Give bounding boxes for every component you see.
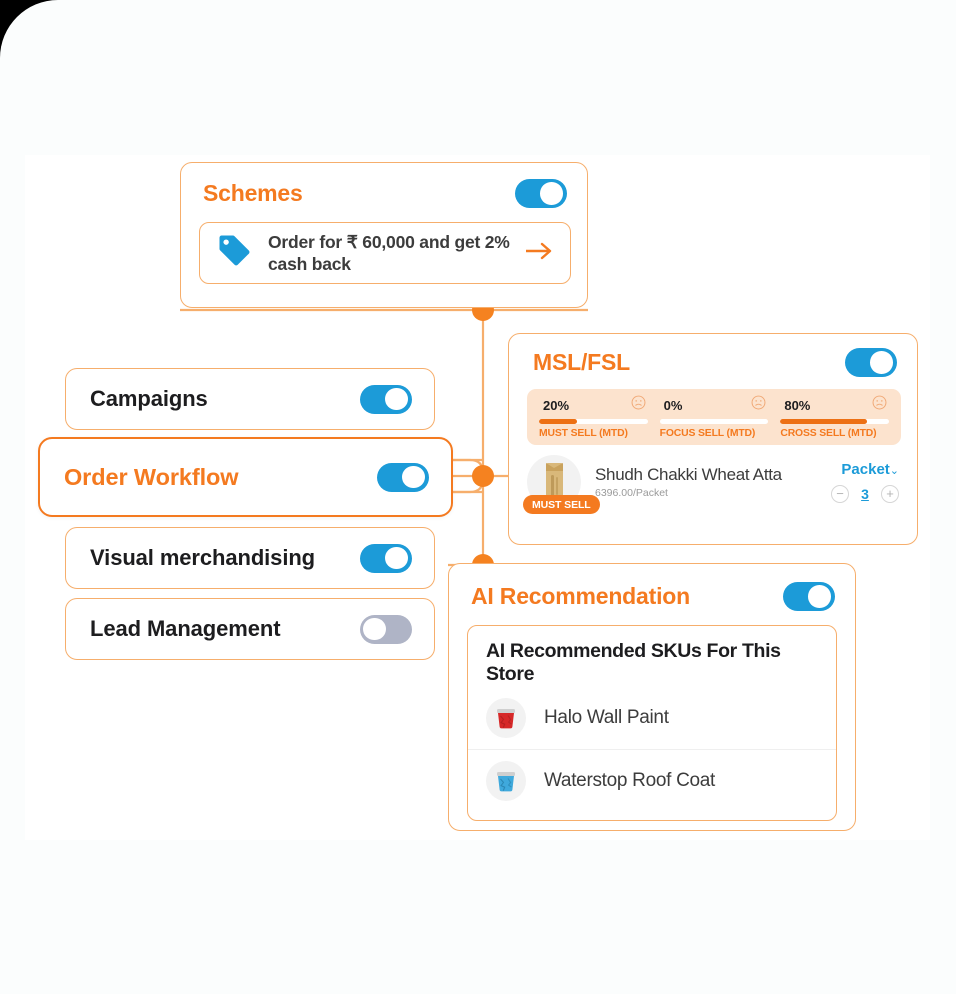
ai-box-heading: AI Recommended SKUs For This Store <box>486 640 781 686</box>
list-item[interactable]: Halo Wall Paint <box>468 687 836 749</box>
sidebar-item-visual-merchandising[interactable]: Visual merchandising <box>65 527 435 589</box>
ai-recommendation-card: AI Recommendation AI Recommended SKUs Fo… <box>448 563 856 831</box>
metric-label: CROSS SELL (MTD) <box>780 428 877 439</box>
scheme-offer-row[interactable]: Order for ₹ 60,000 and get 2% cash back <box>199 222 571 284</box>
metric-percent: 20% <box>543 397 570 413</box>
product-avatar-wrap: MUST SELL <box>523 455 600 514</box>
ai-recommendation-title: AI Recommendation <box>471 583 690 609</box>
metric-progress-track <box>659 419 769 424</box>
sidebar-item-campaigns[interactable]: Campaigns <box>65 368 435 430</box>
toggle-knob <box>385 546 408 570</box>
schemes-card: Schemes Order for ₹ 60,000 and get 2% ca… <box>180 162 588 308</box>
visual-merchandising-toggle[interactable] <box>360 543 412 573</box>
ai-recommendation-toggle[interactable] <box>783 582 835 611</box>
sidebar-item-label: Visual merchandising <box>90 545 316 570</box>
order-workflow-toggle[interactable] <box>377 462 429 492</box>
sad-face-icon <box>751 395 766 415</box>
list-item[interactable]: Waterstop Roof Coat <box>468 748 836 812</box>
sku-name: Halo Wall Paint <box>544 706 669 728</box>
metric-label: MUST SELL (MTD) <box>539 428 628 439</box>
mslfsl-metrics: 20% MUST SELL (MTD) <box>527 389 901 445</box>
metric-percent: 0% <box>663 397 683 413</box>
ai-recommendation-header: AI Recommendation <box>449 564 855 611</box>
campaigns-toggle[interactable] <box>360 384 412 414</box>
scheme-offer-text: Order for ₹ 60,000 and get 2% cash back <box>268 231 510 274</box>
increment-button[interactable]: + <box>881 485 899 503</box>
blue-paint-bucket-icon <box>486 760 526 801</box>
ai-sku-box: AI Recommended SKUs For This Store Halo … <box>467 625 837 821</box>
schemes-toggle[interactable] <box>515 179 567 208</box>
mslfsl-title: MSL/FSL <box>533 349 630 375</box>
sidebar-item-lead-management[interactable]: Lead Management <box>65 598 435 660</box>
toggle-knob <box>808 585 831 608</box>
schemes-title: Schemes <box>203 180 303 206</box>
sidebar-item-label: Order Workflow <box>64 463 239 490</box>
mslfsl-header: MSL/FSL <box>509 334 917 377</box>
toggle-knob <box>402 465 425 489</box>
metric-label: FOCUS SELL (MTD) <box>659 428 756 439</box>
product-price: 6396.00/Packet <box>595 487 668 499</box>
metric-focus-sell: 0% FOCUS SELL (MTD) <box>654 395 775 439</box>
mslfsl-toggle[interactable] <box>845 348 897 377</box>
sku-name: Waterstop Roof Coat <box>544 769 716 791</box>
row-content: Lead Management <box>66 599 434 659</box>
chevron-down-icon: ⌄ <box>889 465 899 477</box>
unit-select-value: Packet <box>841 461 890 478</box>
product-name: Shudh Chakki Wheat Atta <box>595 465 782 484</box>
toggle-knob <box>363 617 386 641</box>
metric-top: 80% <box>780 395 889 415</box>
tag-icon <box>216 232 254 275</box>
quantity-value[interactable]: 3 <box>861 486 869 502</box>
product-info: Shudh Chakki Wheat Atta 6396.00/Packet <box>591 465 821 499</box>
decrement-button[interactable]: − <box>831 485 849 503</box>
row-content: Order Workflow <box>40 439 451 515</box>
sad-face-icon <box>631 395 646 415</box>
toggle-knob <box>540 182 563 205</box>
quantity-stepper: − 3 + <box>831 485 899 503</box>
schemes-header: Schemes <box>181 163 587 208</box>
arrow-right-icon[interactable] <box>524 240 556 267</box>
toggle-knob <box>870 351 893 374</box>
product-row: MUST SELL Shudh Chakki Wheat Atta 6396.0… <box>523 455 901 514</box>
metric-progress-track <box>539 419 648 424</box>
metric-cross-sell: 80% CROSS SELL (MTD) <box>774 395 895 439</box>
row-content: Visual merchandising <box>66 528 434 588</box>
mslfsl-card: MSL/FSL 20% <box>508 333 918 545</box>
metric-progress-track <box>780 419 890 424</box>
metric-top: 20% <box>539 395 648 415</box>
metric-progress-fill <box>780 419 868 424</box>
lead-management-toggle[interactable] <box>360 614 412 644</box>
must-sell-badge: MUST SELL <box>523 495 600 514</box>
metric-progress-fill <box>539 419 578 424</box>
metric-percent: 80% <box>784 397 811 413</box>
red-paint-bucket-icon <box>486 697 526 738</box>
metric-must-sell: 20% MUST SELL (MTD) <box>533 395 654 439</box>
sidebar-item-order-workflow[interactable]: Order Workflow <box>38 437 453 517</box>
row-content: Campaigns <box>66 369 434 429</box>
sidebar-item-label: Lead Management <box>90 616 281 641</box>
product-controls: Packet⌄ − 3 + <box>831 461 901 503</box>
sidebar-item-label: Campaigns <box>90 386 208 411</box>
toggle-knob <box>385 387 408 411</box>
sad-face-icon <box>872 395 887 415</box>
unit-select[interactable]: Packet⌄ <box>831 461 899 478</box>
metric-top: 0% <box>660 395 769 415</box>
